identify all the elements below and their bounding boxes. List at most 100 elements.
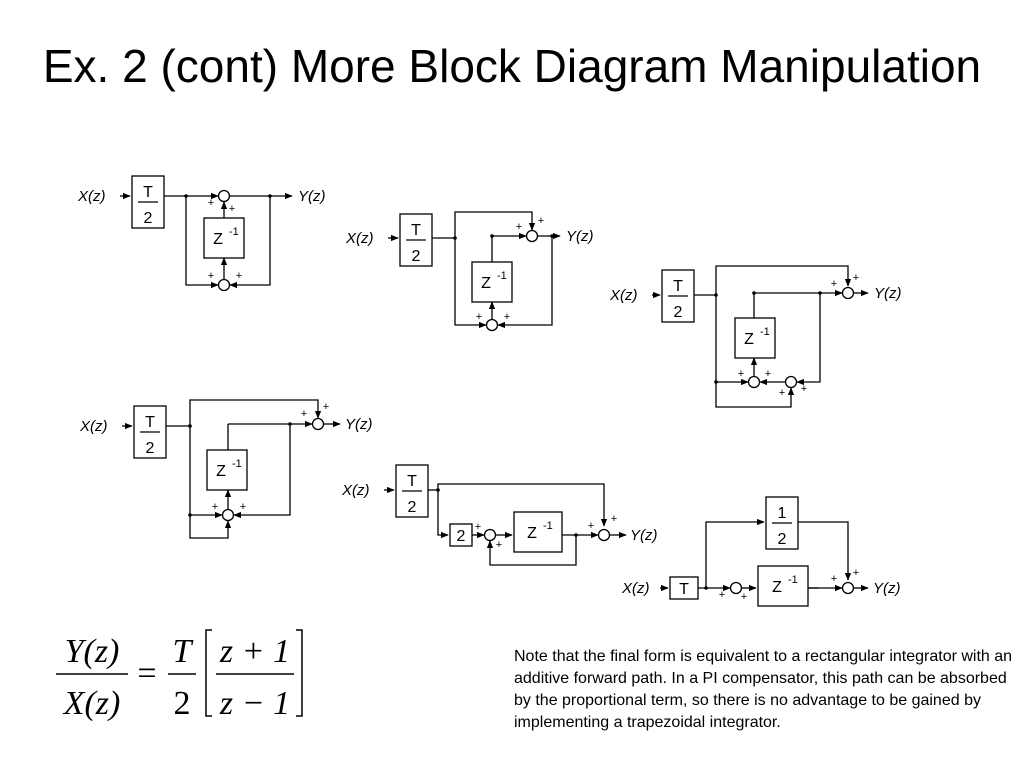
signal-arrow [233,424,291,519]
signal-arrow [229,196,271,289]
plus-sign: + [765,368,771,380]
delay-block-z-inverse [757,565,809,607]
gain-numerator: T [145,414,155,431]
plus-sign: + [323,401,329,413]
plus-sign: + [853,272,859,284]
plus-sign: + [831,278,837,290]
gain-denominator: 2 [144,210,153,227]
delay-block-z-inverse [206,449,248,491]
summing-junction [311,417,325,431]
delay-exponent: -1 [229,226,239,238]
eq-gain-numerator: T [173,633,194,670]
block-diagrams: X(z) T 2 + + Y(z) Z -1 + + X(z) T 2 + + Y(z) Z -1 + + X(z) T 2… [77,175,902,607]
plus-sign: + [738,368,744,380]
input-label-x-of-z: X(z) [79,418,108,435]
input-label-x-of-z: X(z) [621,580,650,597]
signal-arrow [497,236,553,329]
branch-point [752,291,756,295]
output-label-y-of-z: Y(z) [345,416,373,433]
eq-gain-denominator: 2 [174,685,191,722]
output-label-y-of-z: Y(z) [874,285,902,302]
eq-right-bracket [296,629,303,717]
signal-arrow [715,382,795,408]
gain-block-t-label: T [679,581,689,598]
signal-arrow [189,399,322,426]
input-label-x-of-z: X(z) [341,482,370,499]
plus-sign: + [611,513,617,525]
gain-numerator: T [673,278,683,295]
delay-base: Z [527,525,537,542]
summing-junction [729,581,743,595]
delay-base: Z [216,463,226,480]
signal-arrow [454,211,536,238]
signal-arrow [796,293,821,386]
delay-exponent: -1 [232,458,242,470]
signal-arrow [486,535,577,566]
gain-numerator: T [143,184,153,201]
plus-sign: + [588,520,594,532]
plus-sign: + [236,270,242,282]
plus-sign: + [516,221,522,233]
summing-junction [841,286,855,300]
summing-junction [597,528,611,542]
eq-lhs-numerator: Y(z) [65,633,120,670]
input-label-x-of-z: X(z) [345,230,374,247]
plus-sign: + [301,408,307,420]
delay-base: Z [772,579,782,596]
slide-title: Ex. 2 (cont) More Block Diagram Manipula… [42,40,982,92]
gain-numerator: T [411,222,421,239]
delay-exponent: -1 [788,574,798,586]
summing-junction [221,508,235,522]
plus-sign: + [719,589,725,601]
plus-sign: + [801,383,807,395]
signal-arrow [185,196,219,289]
plus-sign: + [496,539,502,551]
plus-sign: + [229,203,235,215]
summing-junction [483,528,497,542]
eq-left-bracket [205,629,212,717]
delay-base: Z [213,231,223,248]
delay-base: Z [481,275,491,292]
signal-arrow [491,232,527,262]
summing-junction [841,581,855,595]
branch-point [550,234,554,238]
gain-numerator: 1 [778,505,787,522]
plus-sign: + [212,501,218,513]
delay-exponent: -1 [497,270,507,282]
delay-block-z-inverse [203,217,245,259]
input-label-x-of-z: X(z) [609,287,638,304]
plus-sign: + [853,567,859,579]
output-label-y-of-z: Y(z) [873,580,901,597]
eq-rhs-denominator: z − 1 [219,685,290,722]
signal-arrow [454,238,487,329]
signal-arrow [437,490,449,539]
summing-junction [784,375,798,389]
summing-junction [525,229,539,243]
plus-sign: + [538,215,544,227]
delay-block-z-inverse [734,317,776,359]
plus-sign: + [476,311,482,323]
plus-sign: + [741,591,747,603]
plus-sign: + [475,521,481,533]
output-label-y-of-z: Y(z) [566,228,594,245]
output-label-y-of-z: Y(z) [298,188,326,205]
transfer-function-equation: Y(z) X(z) = T 2 z + 1 z − 1 [56,629,303,722]
plus-sign: + [240,501,246,513]
gain-denominator: 2 [674,304,683,321]
output-label-y-of-z: Y(z) [630,527,658,544]
gain-denominator: 2 [408,499,417,516]
plus-sign: + [831,573,837,585]
eq-rhs-numerator: z + 1 [219,633,290,670]
delay-block-z-inverse [513,511,563,553]
gain-denominator: 2 [146,440,155,457]
summing-junction [747,375,761,389]
delay-base: Z [744,331,754,348]
input-label-x-of-z: X(z) [77,188,106,205]
plus-sign: + [779,387,785,399]
plus-sign: + [504,311,510,323]
summing-junction [485,318,499,332]
eq-lhs-denominator: X(z) [62,685,121,722]
signal-arrow [705,518,765,588]
signal-arrow [715,265,852,295]
